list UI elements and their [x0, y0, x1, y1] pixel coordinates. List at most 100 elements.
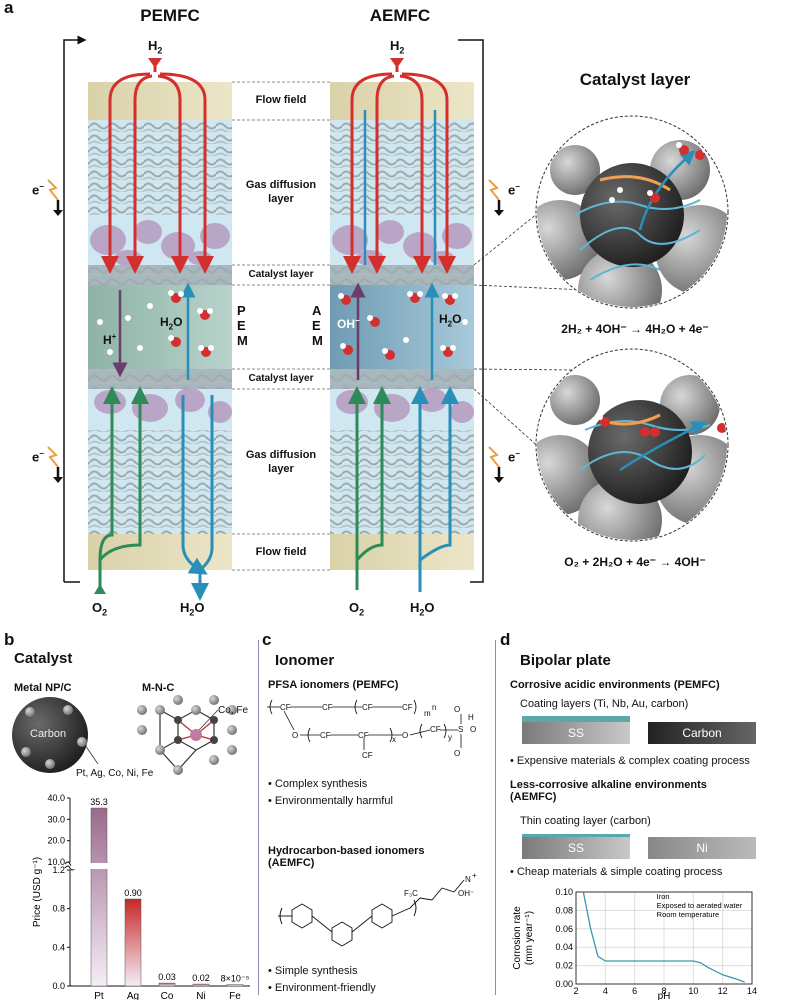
x-tick-label: 12 — [718, 986, 728, 996]
y-axis-title-1: Corrosion rate — [512, 906, 523, 970]
x-tick-label: Co — [161, 991, 174, 1000]
svg-text:CF: CF — [362, 703, 373, 712]
aemfc-title: AEMFC — [369, 6, 431, 25]
metal-np-label: Metal NP/C — [14, 682, 72, 694]
catalyst-title: Catalyst — [14, 650, 73, 667]
electron-label-4: e− — [508, 449, 520, 465]
y-tick-label: 40.0 — [47, 793, 65, 803]
ionomer-title: Ionomer — [275, 652, 335, 669]
svg-text:m: m — [424, 709, 431, 718]
catalyst-layer-label-bottom: Catalyst layer — [248, 373, 314, 384]
panel-letter-a: a — [4, 0, 14, 17]
svg-text:O: O — [470, 725, 476, 734]
h2-inlet-aemfc: H2 — [390, 38, 405, 56]
x-tick-label: Pt — [94, 991, 104, 1000]
y-tick-label: 10.0 — [47, 857, 65, 867]
hydrocarbon-label: Hydrocarbon-based ionomers(AEMFC) — [268, 845, 425, 869]
x-tick-label: 14 — [747, 986, 757, 996]
h2o-inlet-aemfc: H2O — [410, 600, 435, 618]
divider-bc — [258, 640, 259, 995]
bar-value-label: 35.3 — [90, 797, 108, 807]
svg-text:O: O — [454, 749, 460, 758]
bar-value-label: 8×10⁻⁵ — [221, 974, 250, 984]
electron-label-1: e− — [32, 182, 44, 198]
bar-value-label: 0.02 — [192, 973, 210, 983]
corrosion-curve — [582, 891, 745, 983]
h2o-label-pem: H2O — [160, 315, 183, 332]
electron-label-2: e− — [32, 449, 44, 465]
hc-bullet-2: • Environment-friendly — [268, 982, 376, 994]
pfsa-label: PFSA ionomers (PEMFC) — [268, 679, 399, 691]
catalyst-zoom-top — [535, 115, 729, 309]
bar-value-label: 0.90 — [124, 888, 142, 898]
y-tick-label: 30.0 — [47, 814, 65, 824]
bipolar-plate-title: Bipolar plate — [520, 652, 611, 669]
bipolar-bullet-1: • Expensive materials & complex coating … — [510, 755, 750, 767]
h2o-label-aem: H2O — [439, 312, 462, 329]
svg-text:H: H — [468, 713, 474, 722]
pfsa-bullet-1: • Complex synthesis — [268, 778, 368, 790]
water-molecules-aem — [338, 291, 468, 360]
o2-inlet-aemfc: O2 — [349, 600, 365, 618]
svg-text:CF: CF — [322, 703, 333, 712]
catalyst-layer-title: Catalyst layer — [579, 70, 691, 89]
catalyst-structures — [12, 695, 237, 775]
y-tick-label: 0.04 — [555, 942, 573, 952]
plot-frame — [575, 891, 753, 985]
electron-arrow-icon — [488, 446, 504, 483]
y-tick-label: 0.08 — [555, 905, 573, 915]
svg-text:CF: CF — [320, 731, 331, 740]
bar-co — [158, 982, 176, 987]
legend-text: Exposed to aerated water — [657, 901, 743, 910]
electron-arrow-icon — [47, 179, 63, 216]
less-corrosive-label: Less-corrosive alkaline environments(AEM… — [510, 779, 707, 803]
bipolar-bullet-2: • Cheap materials & simple coating proce… — [510, 866, 723, 878]
svg-text:N: N — [465, 875, 471, 884]
svg-text:CF: CF — [430, 725, 441, 734]
x-tick-label: Ag — [127, 991, 139, 1000]
co-fe-label: Co, Fe — [218, 705, 249, 716]
svg-text:S: S — [458, 725, 463, 734]
x-tick-label: 2 — [573, 986, 578, 996]
catalyst-layer-label-top: Catalyst layer — [248, 269, 314, 280]
metals-label: Pt, Ag, Co, Ni, Fe — [76, 768, 154, 779]
svg-text:CF: CF — [358, 731, 369, 740]
bar-fe — [226, 984, 244, 987]
ss-plate: SS — [522, 722, 630, 744]
svg-text:O: O — [292, 731, 298, 740]
corrosive-label: Corrosive acidic environments (PEMFC) — [510, 679, 720, 691]
y-tick-label: 0.06 — [555, 924, 573, 934]
svg-text:CF: CF — [280, 703, 291, 712]
electron-label-3: e− — [508, 182, 520, 198]
x-tick-label: 6 — [632, 986, 637, 996]
coating-layer — [522, 716, 630, 722]
y-axis-title: Price (USD g⁻¹) — [32, 857, 43, 927]
bar-value-label: 0.03 — [158, 972, 176, 982]
h2-inlet-pemfc: H2 — [148, 38, 163, 56]
ss-plate-2: SS — [522, 837, 630, 859]
y-tick-label: 1.2 — [52, 865, 65, 875]
y-tick-label: 20.0 — [47, 836, 65, 846]
proton-label: H+ — [103, 332, 117, 347]
fuel-cell-diagram — [63, 35, 729, 601]
hydroxide-label: OH− — [337, 316, 360, 331]
bar-pt — [90, 807, 108, 987]
thin-coating-layer — [522, 834, 630, 837]
pemfc-title: PEMFC — [140, 6, 200, 25]
legend-text: Room temperature — [657, 910, 720, 919]
x-tick-label: 8 — [661, 986, 666, 996]
svg-text:n: n — [432, 703, 436, 712]
axis-break-gap — [71, 863, 251, 869]
y-tick-label: 0.4 — [52, 942, 65, 952]
y-tick-label: 0.00 — [555, 979, 573, 989]
svg-text:CF: CF — [362, 751, 373, 760]
water-molecules-pem — [97, 290, 214, 357]
divider-cd — [495, 640, 496, 995]
bar-ag — [124, 898, 142, 987]
